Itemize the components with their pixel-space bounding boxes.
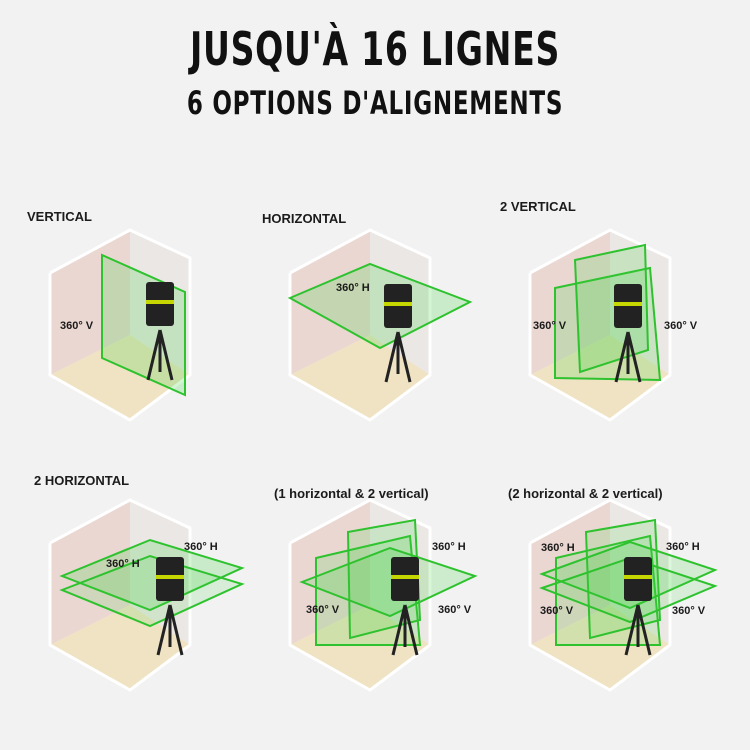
annotation-360-h-left: 360° H — [541, 542, 575, 554]
page-subtitle: 6 OPTIONS D'ALIGNEMENTS — [186, 84, 564, 122]
laser-level-device — [624, 557, 652, 656]
annotation-360-v-left: 360° V — [306, 604, 340, 616]
laser-level-device — [156, 557, 184, 656]
panel-label: 2 HORIZONTAL — [34, 473, 130, 488]
annotation-360-h: 360° H — [336, 282, 370, 294]
panel-horizontal: HORIZONTAL 360° H — [250, 200, 500, 480]
page-title: JUSQU'À 16 LIGNES — [189, 22, 561, 76]
laser-plane-horizontal — [299, 546, 478, 618]
annotation-360-v: 360° V — [60, 320, 94, 332]
room-illustration: 360° H — [287, 228, 473, 422]
panel-1h-2v: (1 horizontal & 2 vertical) 360° H 360° … — [250, 470, 500, 750]
room-illustration: 360° H 360° H 360° V 360° V — [528, 498, 718, 692]
laser-level-device — [146, 282, 174, 381]
panel-label: HORIZONTAL — [262, 211, 347, 226]
panel-label: 2 VERTICAL — [500, 199, 576, 214]
panel-label: (2 horizontal & 2 vertical) — [508, 486, 663, 501]
room-illustration: 360° V 360° V — [528, 228, 698, 422]
room-illustration: 360° V — [48, 228, 192, 422]
panel-2h-2v: (2 horizontal & 2 vertical) 360° H — [490, 470, 740, 750]
annotation-360-v-right: 360° V — [438, 604, 472, 616]
annotation-360-v-right: 360° V — [672, 605, 706, 617]
panel-label: VERTICAL — [27, 209, 92, 224]
laser-plane-horizontal-2 — [59, 554, 245, 628]
laser-plane-vertical-2 — [584, 518, 662, 640]
panel-2-horizontal: 2 HORIZONTAL 360° H 360° H — [10, 470, 260, 750]
laser-plane-horizontal-1 — [59, 538, 245, 612]
laser-plane-vertical-2 — [346, 518, 422, 640]
laser-plane-horizontal — [287, 262, 473, 350]
annotation-360-v-right: 360° V — [664, 320, 698, 332]
laser-level-device — [614, 284, 642, 383]
annotation-360-h-left: 360° H — [106, 558, 140, 570]
laser-level-device — [384, 284, 412, 383]
annotation-360-v-left: 360° V — [533, 320, 567, 332]
annotation-360-h: 360° H — [432, 541, 466, 553]
room-illustration: 360° H 360° V 360° V — [288, 498, 478, 692]
annotation-360-v-left: 360° V — [540, 605, 574, 617]
room — [528, 498, 672, 692]
annotation-360-h-right: 360° H — [184, 541, 218, 553]
panel-vertical: VERTICAL 360° V — [10, 200, 260, 480]
laser-level-device — [391, 557, 419, 656]
annotation-360-h-right: 360° H — [666, 541, 700, 553]
panel-label: (1 horizontal & 2 vertical) — [274, 486, 429, 501]
panel-2-vertical: 2 VERTICAL 360° V 360° V — [490, 199, 740, 480]
room-illustration: 360° H 360° H — [48, 498, 245, 692]
